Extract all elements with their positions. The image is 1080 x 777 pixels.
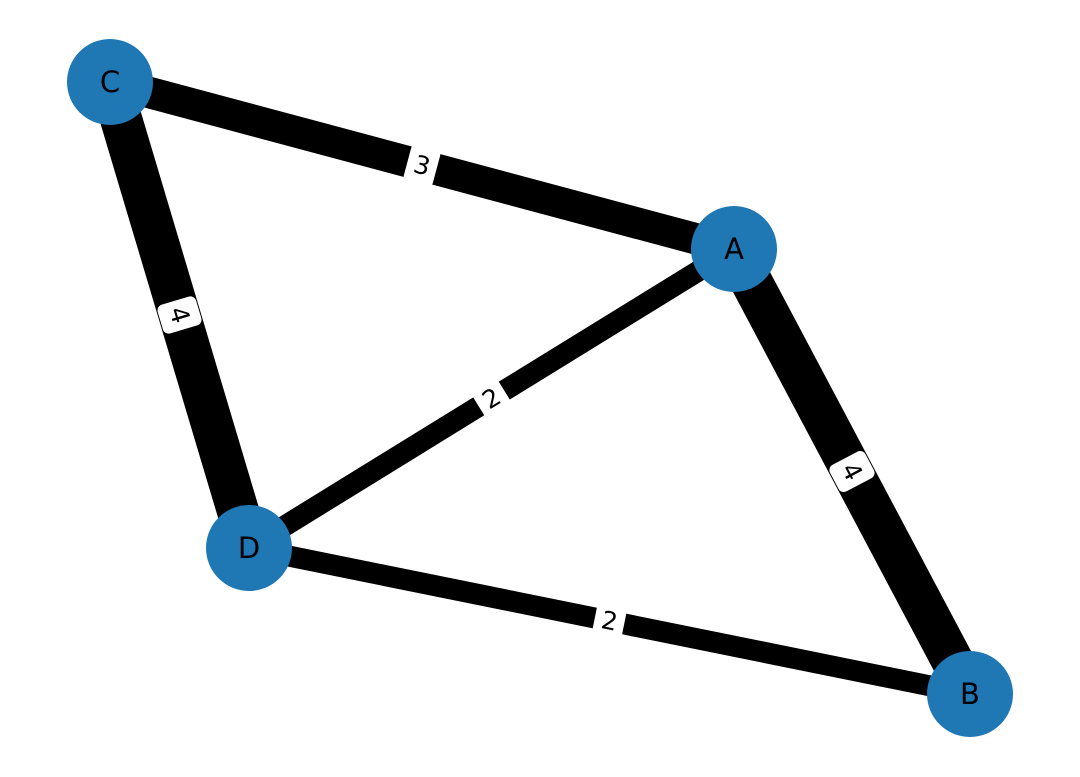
edge-weight-label: 3	[411, 149, 434, 181]
node-circle	[927, 651, 1013, 737]
node-circle	[206, 505, 292, 591]
node-label: B	[960, 677, 980, 711]
node-b: B	[927, 651, 1013, 737]
node-d: D	[206, 505, 292, 591]
node-label: A	[724, 232, 744, 266]
node-label: D	[238, 531, 260, 565]
edge-label-a-d: 2	[470, 375, 513, 422]
edge-weight-label: 4	[163, 303, 195, 327]
edge-labels-layer: 3 4 2 4 2	[157, 143, 875, 643]
nodes-layer: A B C D	[67, 39, 1013, 737]
node-a: A	[691, 206, 777, 292]
edge-label-a-b: 4	[829, 450, 875, 493]
node-label: C	[100, 65, 120, 99]
edge-label-box	[829, 450, 875, 493]
edge-weight-label: 2	[599, 605, 620, 637]
edge-label-c-d: 4	[157, 296, 202, 334]
edge-label-box	[470, 375, 513, 422]
edge-label-box	[591, 599, 628, 643]
node-circle	[691, 206, 777, 292]
edge-label-box	[403, 143, 441, 188]
edge-label-box	[157, 296, 202, 334]
node-circle	[67, 39, 153, 125]
edge-label-d-b: 2	[591, 599, 628, 643]
node-c: C	[67, 39, 153, 125]
edge-label-c-a: 3	[403, 143, 441, 188]
edges-layer	[89, 66, 989, 705]
